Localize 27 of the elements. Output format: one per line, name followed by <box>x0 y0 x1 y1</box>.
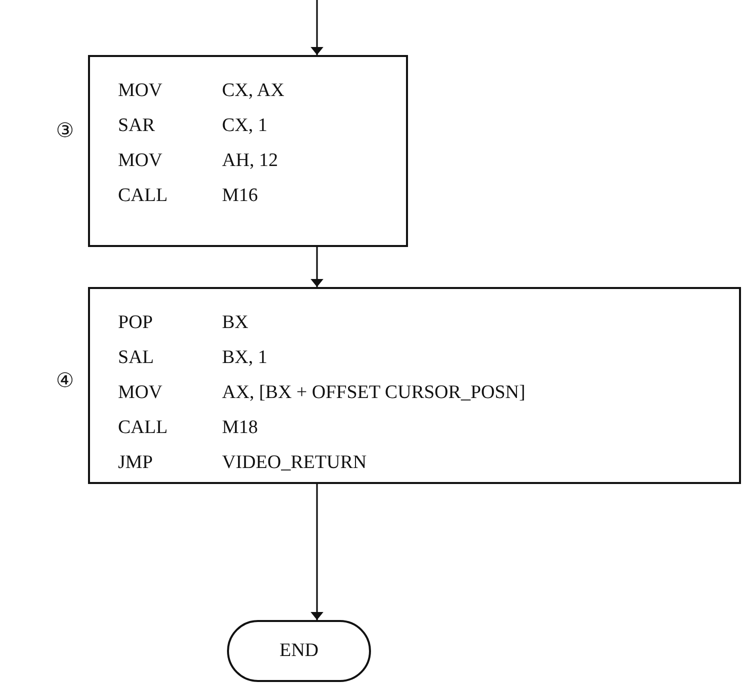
instruction-operand: BX, 1 <box>222 346 268 370</box>
instruction-operand: CX, 1 <box>222 114 268 138</box>
instruction-mnemonic: SAR <box>118 114 156 138</box>
instruction-mnemonic: MOV <box>118 149 164 173</box>
instruction-mnemonic: MOV <box>118 79 164 103</box>
instruction-mnemonic: JMP <box>118 451 154 475</box>
instruction-operand: VIDEO_RETURN <box>222 451 368 475</box>
instruction-operand: BX <box>222 311 250 335</box>
instruction-operand: AH, 12 <box>222 149 279 173</box>
instruction-mnemonic: POP <box>118 311 154 335</box>
instruction-operand: CX, AX <box>222 79 284 103</box>
instruction-operand: M16 <box>222 184 259 208</box>
terminal-shape <box>227 620 371 682</box>
step-number: ③ <box>56 119 74 143</box>
instruction-mnemonic: MOV <box>118 381 164 405</box>
process-box <box>88 287 741 484</box>
arrow <box>310 0 324 55</box>
instruction-mnemonic: SAL <box>118 346 155 370</box>
terminal-label: END <box>279 639 319 663</box>
arrow <box>310 484 324 620</box>
process-box <box>88 55 408 247</box>
instruction-mnemonic: CALL <box>118 416 169 440</box>
instruction-operand: M18 <box>222 416 259 440</box>
instruction-operand: AX, [BX + OFFSET CURSOR_POSN] <box>222 381 526 405</box>
instruction-mnemonic: CALL <box>118 184 169 208</box>
step-number: ④ <box>56 369 74 393</box>
arrow <box>310 247 324 287</box>
